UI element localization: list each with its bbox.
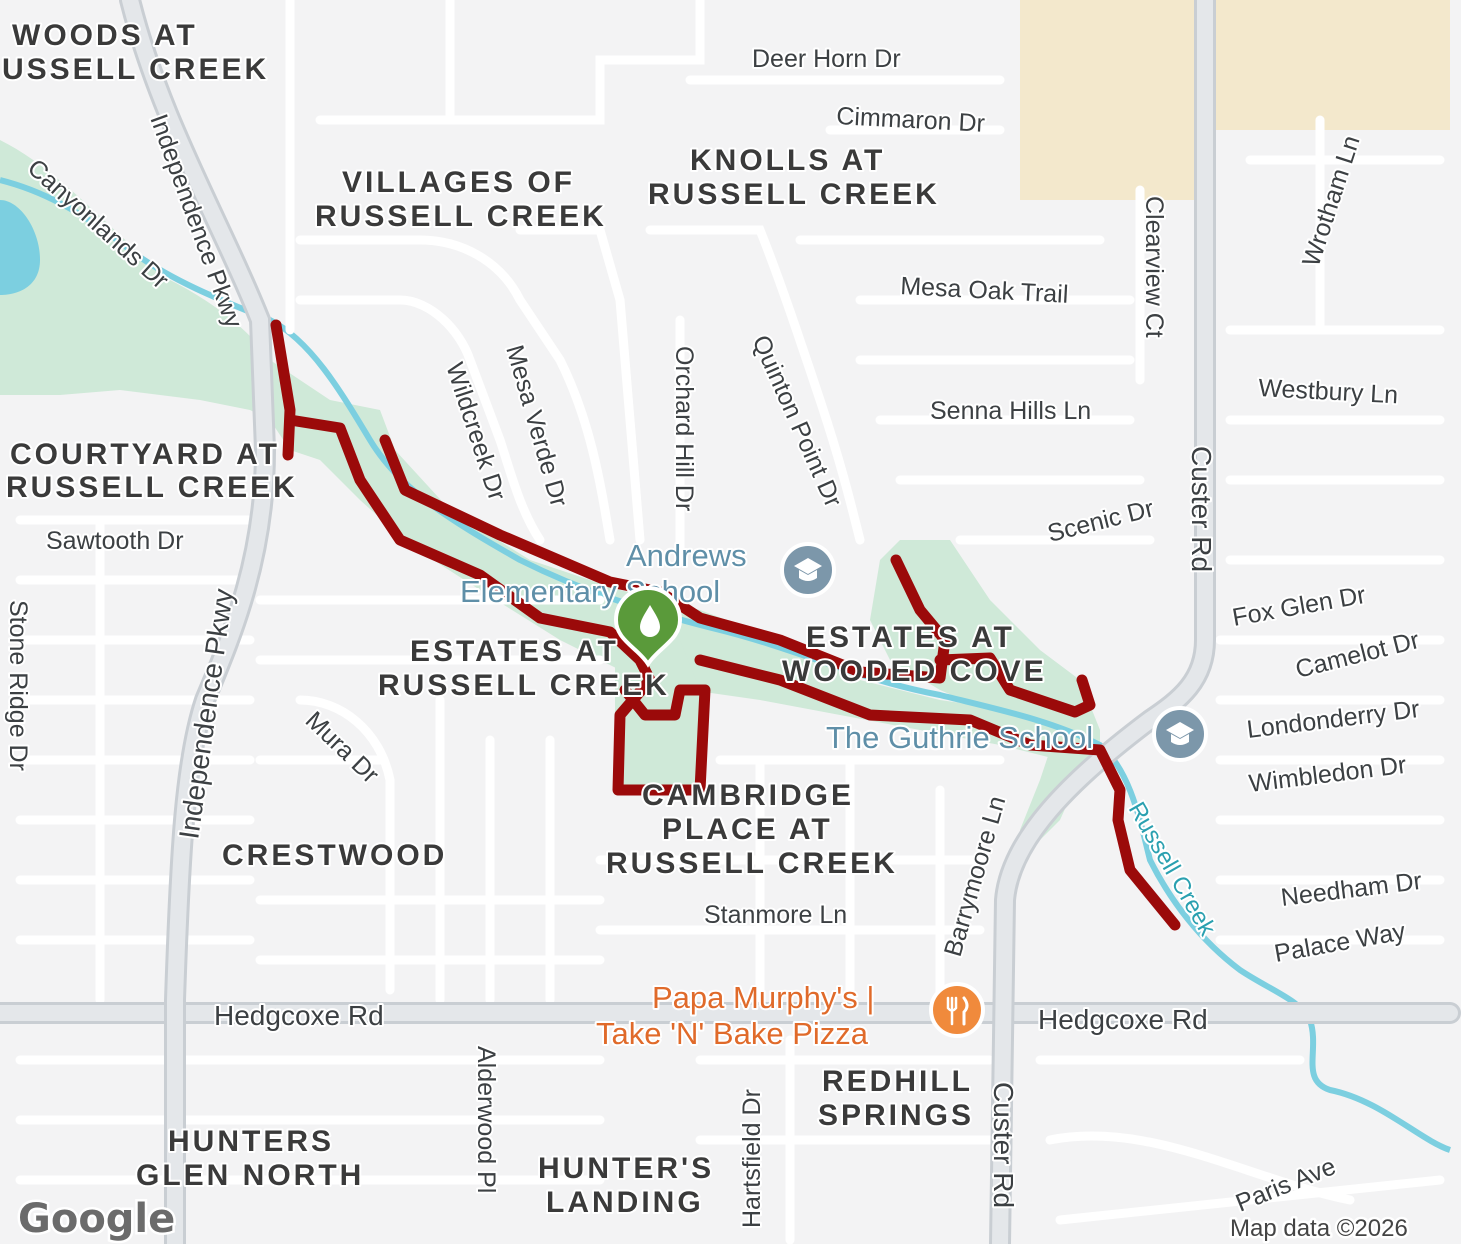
street-hedgcoxe-west: Hedgcoxe Rd <box>214 1000 384 1031</box>
graduation-cap-icon[interactable] <box>1152 706 1208 762</box>
hood-woods-2: USSELL CREEK <box>2 53 269 86</box>
water-drop-icon <box>640 605 660 637</box>
street-deer-horn: Deer Horn Dr <box>752 45 901 73</box>
street-hedgcoxe-east: Hedgcoxe Rd <box>1038 1004 1208 1035</box>
hood-cambridge-2: PLACE AT <box>662 813 833 846</box>
minor-roads <box>15 0 1445 1244</box>
street-hartsfield: Hartsfield Dr <box>738 1089 766 1228</box>
street-orchard-hill: Orchard Hill Dr <box>670 346 698 511</box>
poi-andrews-line2: Elementary School <box>460 574 720 609</box>
hood-redhill-1: REDHILL <box>822 1065 973 1098</box>
hood-estates-rc-2: RUSSELL CREEK <box>378 669 670 702</box>
hood-courtyard-1: COURTYARD AT <box>10 438 280 471</box>
fork-knife-icon[interactable] <box>929 982 985 1038</box>
hood-villages-1: VILLAGES OF <box>342 166 575 199</box>
map-attribution: Map data ©2026 <box>1230 1215 1408 1242</box>
hood-villages-2: RUSSELL CREEK <box>315 200 607 233</box>
hood-hunters-landing-2: LANDING <box>546 1186 704 1219</box>
poi-papa-line1: Papa Murphy's | <box>652 980 874 1015</box>
poi-papa-murphys[interactable]: Papa Murphy's | Take 'N' Bake Pizza <box>594 978 985 1053</box>
graduation-cap-icon[interactable] <box>780 542 836 598</box>
poi-guthrie-school[interactable]: The Guthrie School <box>824 706 1208 762</box>
hood-estates-wc-2: WOODED COVE <box>782 655 1047 688</box>
activity-route <box>270 319 1181 931</box>
street-cimmaron: Cimmaron Dr <box>836 102 986 138</box>
hood-knolls-1: KNOLLS AT <box>690 144 885 177</box>
commercial-area-2 <box>1210 0 1450 130</box>
hood-redhill-2: SPRINGS <box>818 1099 974 1132</box>
hood-hunters-landing-1: HUNTER'S <box>538 1152 714 1185</box>
hood-woods-1: WOODS AT <box>12 19 198 52</box>
hood-crestwood: CRESTWOOD <box>222 839 447 872</box>
street-sawtooth: Sawtooth Dr <box>46 527 184 555</box>
google-logo: Google <box>18 1196 175 1242</box>
hood-cambridge-3: RUSSELL CREEK <box>606 847 898 880</box>
street-alderwood: Alderwood Pl <box>472 1046 500 1193</box>
neighborhood-labels: WOODS AT USSELL CREEK VILLAGES OF RUSSEL… <box>0 17 1047 1221</box>
hood-cambridge-1: CAMBRIDGE <box>642 779 854 812</box>
hood-hunters-glen-1: HUNTERS <box>168 1125 334 1158</box>
street-senna-hills: Senna Hills Ln <box>930 397 1091 425</box>
hood-courtyard-2: RUSSELL CREEK <box>6 471 298 504</box>
poi-guthrie-label: The Guthrie School <box>826 720 1093 755</box>
hood-hunters-glen-2: GLEN NORTH <box>136 1159 364 1192</box>
poi-papa-line2: Take 'N' Bake Pizza <box>596 1016 869 1051</box>
street-custer-south: Custer Rd <box>988 1082 1019 1208</box>
pond <box>0 200 40 295</box>
park-east <box>870 540 1100 740</box>
hood-knolls-2: RUSSELL CREEK <box>648 178 940 211</box>
start-marker[interactable] <box>613 586 683 668</box>
hood-estates-rc-1: ESTATES AT <box>410 635 619 668</box>
street-stone-ridge: Stone Ridge Dr <box>4 600 32 771</box>
hood-estates-wc-1: ESTATES AT <box>806 621 1015 654</box>
poi-andrews-line1: Andrews <box>626 538 747 573</box>
street-stanmore: Stanmore Ln <box>704 901 847 929</box>
commercial-area <box>1020 0 1210 200</box>
street-custer-north: Custer Rd <box>1186 446 1217 572</box>
street-clearview: Clearview Ct <box>1140 196 1168 338</box>
